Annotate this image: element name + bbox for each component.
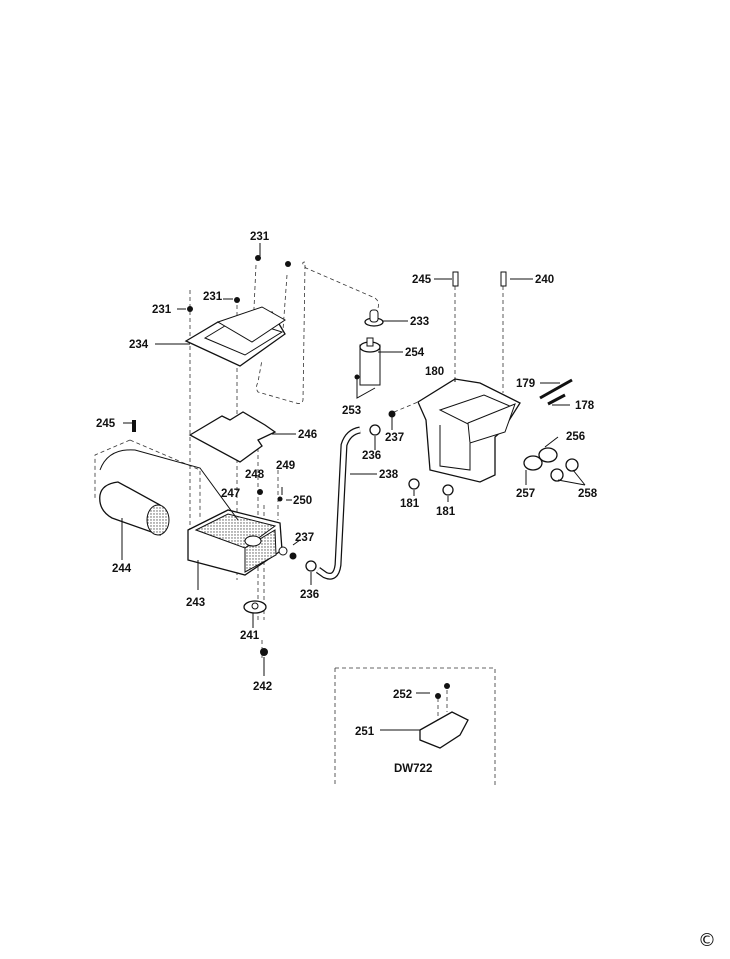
label-236-lower: 236 bbox=[300, 589, 319, 601]
part-244-cylinder bbox=[99, 449, 239, 536]
label-246: 246 bbox=[298, 429, 317, 441]
label-231-top: 231 bbox=[250, 231, 270, 243]
label-231-left: 231 bbox=[152, 304, 172, 316]
inset-title: DW722 bbox=[394, 763, 432, 775]
label-241: 241 bbox=[240, 630, 260, 642]
label-181-right: 181 bbox=[436, 506, 456, 518]
label-233: 233 bbox=[410, 316, 429, 328]
label-237-lower: 237 bbox=[295, 532, 314, 544]
part-179-178-screws bbox=[539, 378, 573, 406]
label-178: 178 bbox=[575, 400, 595, 412]
label-250: 250 bbox=[293, 495, 312, 507]
label-248: 248 bbox=[245, 469, 265, 481]
part-246-gasket bbox=[188, 411, 277, 463]
part-labels: 231 231 231 234 233 254 253 245 245 240 … bbox=[96, 231, 598, 775]
part-256-257-258-knobs bbox=[523, 447, 579, 482]
label-257: 257 bbox=[516, 488, 535, 500]
part-243-housing bbox=[187, 509, 288, 576]
label-236-upper: 236 bbox=[362, 450, 381, 462]
label-247: 247 bbox=[221, 488, 240, 500]
label-237-upper: 237 bbox=[385, 432, 404, 444]
part-242-nut bbox=[260, 648, 268, 656]
label-179: 179 bbox=[516, 378, 535, 390]
part-180-housing bbox=[417, 378, 521, 483]
part-251-terminal-block bbox=[419, 683, 469, 749]
part-233-cap bbox=[364, 309, 384, 327]
copyright-mark: © bbox=[698, 930, 716, 951]
label-244: 244 bbox=[112, 563, 132, 575]
label-242: 242 bbox=[253, 681, 272, 693]
label-181-left: 181 bbox=[400, 498, 420, 510]
label-251: 251 bbox=[355, 726, 375, 738]
label-245-right: 245 bbox=[412, 274, 432, 286]
label-256: 256 bbox=[566, 431, 585, 443]
part-236-fittings bbox=[289, 410, 396, 572]
label-252: 252 bbox=[393, 689, 412, 701]
label-234: 234 bbox=[129, 339, 149, 351]
part-234-cover bbox=[184, 306, 286, 367]
part-254-sensor bbox=[359, 337, 381, 386]
label-238: 238 bbox=[379, 469, 399, 481]
label-258: 258 bbox=[578, 488, 598, 500]
part-181-nuts bbox=[408, 478, 454, 496]
label-243: 243 bbox=[186, 597, 205, 609]
label-240: 240 bbox=[535, 274, 554, 286]
label-245-left: 245 bbox=[96, 418, 116, 430]
label-253: 253 bbox=[342, 405, 361, 417]
label-180: 180 bbox=[425, 366, 444, 378]
leader-lines bbox=[121, 243, 586, 731]
small-screws bbox=[132, 255, 507, 502]
part-241-washer bbox=[243, 600, 267, 614]
part-238-hose bbox=[315, 426, 361, 580]
label-249: 249 bbox=[276, 460, 295, 472]
label-254: 254 bbox=[405, 347, 425, 359]
label-231-mid: 231 bbox=[203, 291, 223, 303]
